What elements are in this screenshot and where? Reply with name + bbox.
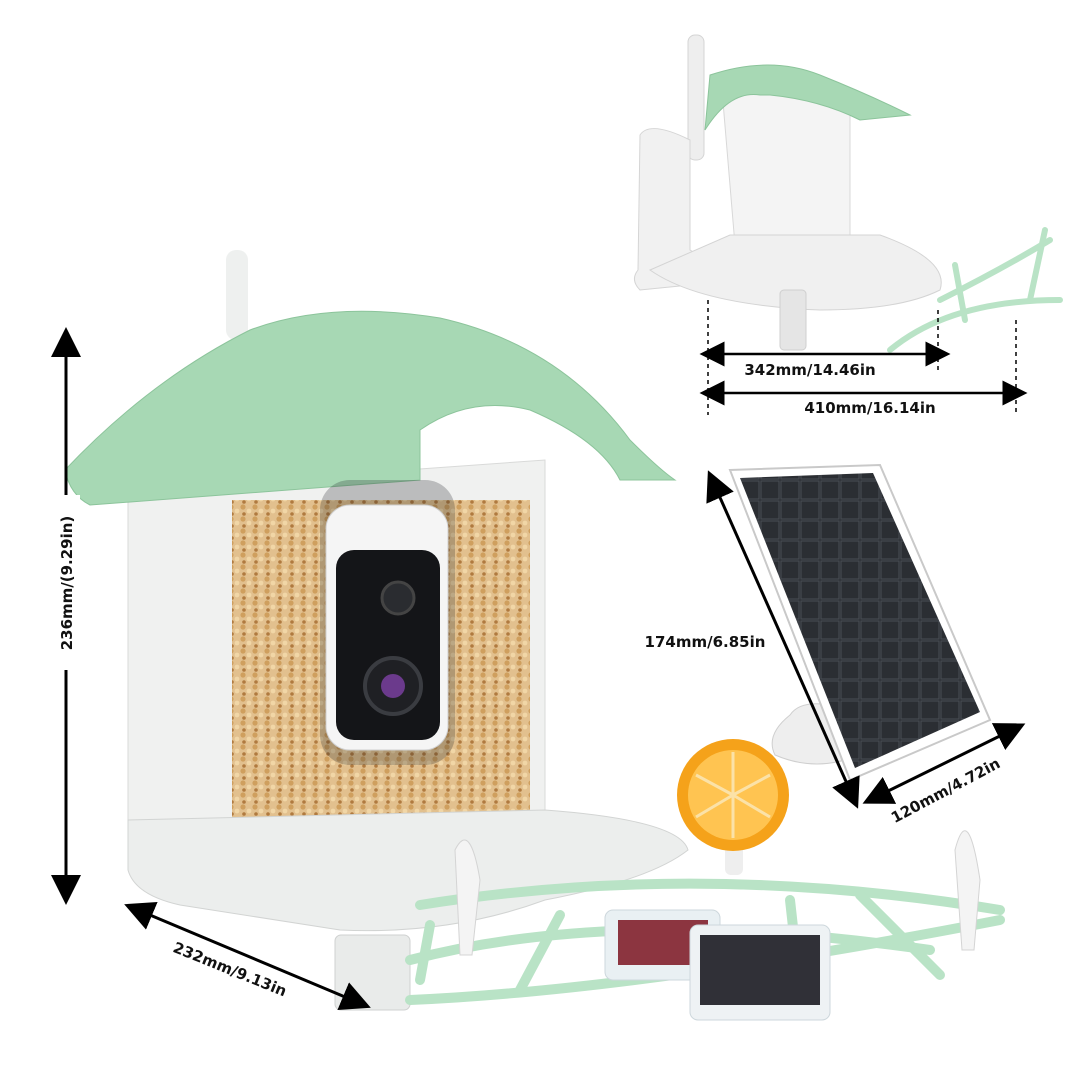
dim-label-top-outer-width: 410mm/16.14in	[804, 399, 935, 417]
fruit-cups	[604, 909, 831, 1021]
dim-label-panel-width: 120mm/4.72in	[888, 754, 1003, 827]
perch-spike-right	[954, 830, 981, 951]
perch-spike-left	[454, 839, 481, 956]
back-antenna	[687, 34, 705, 161]
back-perch	[887, 227, 1063, 353]
back-tray	[648, 234, 942, 311]
dim-label-top-inner-width: 342mm/14.46in	[744, 361, 875, 379]
bird-feeder	[64, 250, 689, 1011]
dim-label-panel-height: 174mm/6.85in	[645, 633, 766, 651]
orange-slice	[677, 739, 789, 875]
roof	[64, 310, 677, 506]
back-body	[721, 89, 851, 251]
feeder-back-view	[634, 34, 1063, 353]
back-post	[779, 289, 807, 351]
seed-tray	[127, 809, 689, 932]
camera-sensor	[380, 580, 416, 616]
camera-module	[320, 480, 455, 765]
dim-label-feeder-height: 236mm/(9.29in)	[58, 516, 76, 651]
solar-panel	[728, 463, 992, 782]
back-roof	[704, 64, 912, 131]
antenna	[226, 250, 248, 340]
